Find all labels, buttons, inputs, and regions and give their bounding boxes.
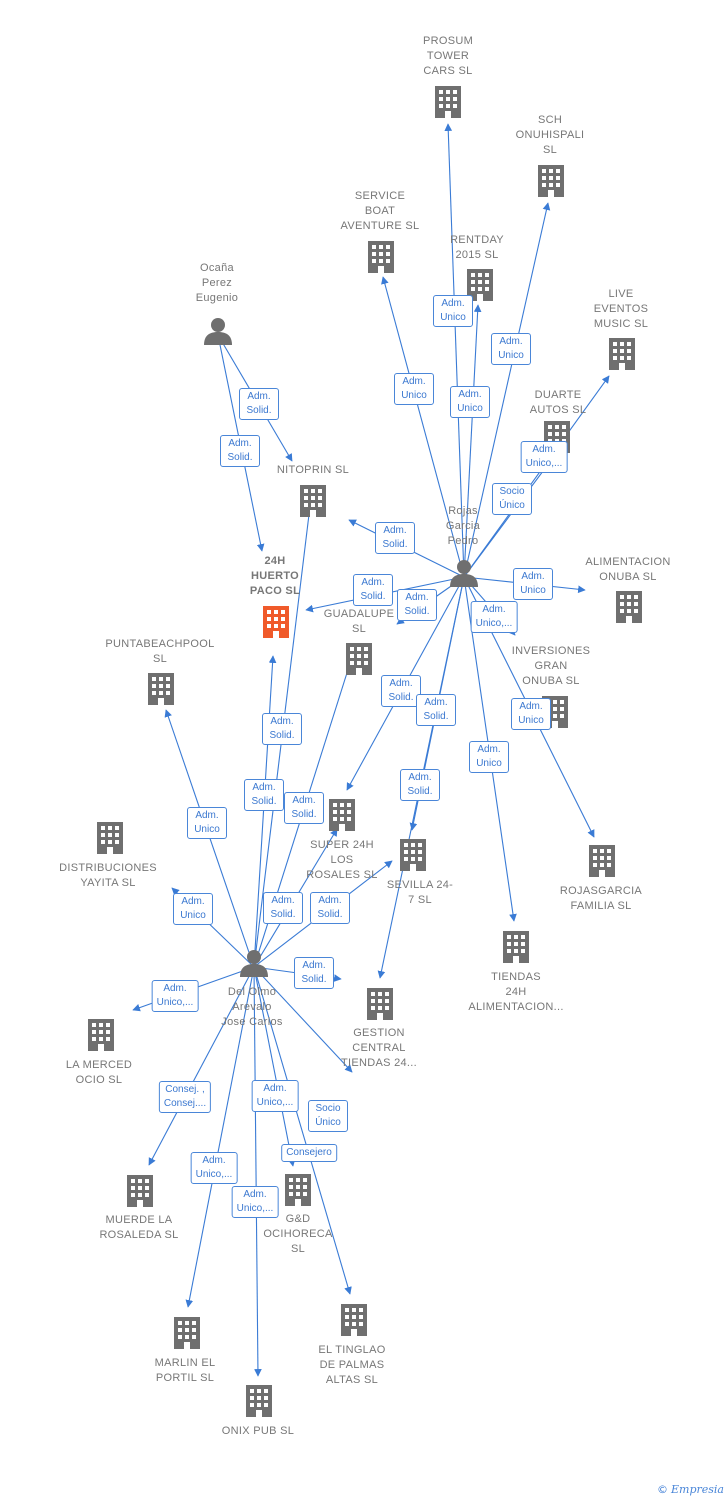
edge-delolmo-tinglao: [253, 966, 352, 1295]
building-icon[interactable]: [246, 1385, 272, 1417]
edge-label[interactable]: Adm. Unico: [187, 807, 227, 839]
node-label-rojas[interactable]: Rojas Garcia Pedro: [445, 505, 481, 547]
edge-label[interactable]: Adm. Unico,...: [190, 1152, 238, 1184]
node-label-inversiones[interactable]: INVERSIONES GRAN ONUBA SL: [511, 645, 591, 687]
edge-rojas-service: [381, 276, 465, 578]
edge-rojas-sch: [463, 202, 551, 578]
node-label-huerto[interactable]: 24H HUERTO PACO SL: [249, 555, 301, 597]
footer-brand[interactable]: ©Empresia: [657, 1483, 724, 1496]
edge-delolmo-onix: [253, 966, 262, 1377]
edge-rojas-prosum: [444, 123, 465, 578]
edge-label[interactable]: Adm. Unico: [173, 893, 213, 925]
edge-label[interactable]: Adm. Solid.: [353, 574, 393, 606]
node-label-sch[interactable]: SCH ONUHISPALI SL: [515, 114, 585, 156]
edge-label[interactable]: Adm. Unico: [511, 698, 551, 730]
node-label-service[interactable]: SERVICE BOAT AVENTURE SL: [340, 190, 420, 232]
edge-label[interactable]: Socio Único: [308, 1100, 348, 1132]
edge-delolmo-huerto: [253, 655, 277, 968]
edge-label[interactable]: Socio Único: [492, 483, 532, 515]
edge-rojas-live: [463, 375, 610, 578]
building-icon[interactable]: [589, 845, 615, 877]
building-icon[interactable]: [538, 165, 564, 197]
edge-label[interactable]: Adm. Solid.: [310, 892, 350, 924]
edge-label[interactable]: Adm. Solid.: [262, 713, 302, 745]
edge-delolmo-gestion: [253, 966, 353, 1073]
node-label-tiendas[interactable]: TIENDAS 24H ALIMENTACION...: [468, 971, 564, 1013]
node-label-ocana[interactable]: Ocaña Perez Eugenio: [195, 262, 239, 304]
brand-name: Empresia: [671, 1483, 724, 1496]
edge-label[interactable]: Adm. Solid.: [244, 779, 284, 811]
edge-label[interactable]: Consej. , Consej....: [158, 1081, 212, 1113]
building-icon[interactable]: [609, 338, 635, 370]
edge-label[interactable]: Adm. Unico: [433, 295, 473, 327]
person-icon[interactable]: [204, 318, 232, 345]
building-icon[interactable]: [503, 931, 529, 963]
edge-rojas-duarte: [463, 454, 556, 578]
edge-label[interactable]: Adm. Solid.: [400, 769, 440, 801]
copyright-symbol: ©: [657, 1483, 668, 1496]
node-label-nitoprin[interactable]: NITOPRIN SL: [276, 464, 350, 476]
edge-label[interactable]: Adm. Solid.: [381, 675, 421, 707]
building-icon[interactable]: [174, 1317, 200, 1349]
building-icon[interactable]: [367, 988, 393, 1020]
building-icon[interactable]: [346, 643, 372, 675]
edge-label[interactable]: Adm. Solid.: [220, 435, 260, 467]
person-icon[interactable]: [240, 950, 268, 977]
edge-delolmo-muerde: [148, 966, 255, 1166]
node-label-prosum[interactable]: PROSUM TOWER CARS SL: [422, 35, 474, 77]
building-icon[interactable]: [88, 1019, 114, 1051]
edge-label[interactable]: Adm. Solid.: [239, 388, 279, 420]
building-icon[interactable]: [368, 241, 394, 273]
focus-building-icon[interactable]: [263, 606, 289, 638]
node-label-super24[interactable]: SUPER 24H LOS ROSALES SL: [306, 839, 378, 881]
node-label-delolmo[interactable]: Del Olmo Arevalo Jose Carlos: [221, 986, 283, 1028]
building-icon[interactable]: [329, 799, 355, 831]
building-icon[interactable]: [97, 822, 123, 854]
edge-label[interactable]: Consejero: [281, 1144, 337, 1162]
edge-label[interactable]: Adm. Unico,...: [251, 1080, 299, 1112]
edge-delolmo-marlin: [185, 966, 255, 1308]
node-label-marlin[interactable]: MARLIN EL PORTIL SL: [154, 1357, 216, 1384]
building-icon[interactable]: [300, 485, 326, 517]
edge-label[interactable]: Adm. Unico,...: [470, 601, 518, 633]
building-icon[interactable]: [435, 86, 461, 118]
edge-label[interactable]: Adm. Unico,...: [520, 441, 568, 473]
node-label-gd[interactable]: G&D OCIHORECA SL: [263, 1213, 333, 1255]
edge-label[interactable]: Adm. Unico: [513, 568, 553, 600]
edge-label[interactable]: Adm. Unico: [394, 373, 434, 405]
edge-label[interactable]: Adm. Unico,...: [231, 1186, 279, 1218]
edges-layer: [132, 123, 610, 1377]
node-label-gestion[interactable]: GESTION CENTRAL TIENDAS 24...: [340, 1027, 418, 1069]
building-icon[interactable]: [127, 1175, 153, 1207]
node-label-sevilla[interactable]: SEVILLA 24- 7 SL: [386, 879, 454, 906]
node-label-duarte[interactable]: DUARTE AUTOS SL: [529, 389, 587, 416]
edge-label[interactable]: Adm. Solid.: [294, 957, 334, 989]
edge-label[interactable]: Adm. Unico,...: [151, 980, 199, 1012]
node-label-muerde[interactable]: MUERDE LA ROSALEDA SL: [99, 1214, 179, 1241]
edge-label[interactable]: Adm. Solid.: [375, 522, 415, 554]
node-label-alimentacion[interactable]: ALIMENTACION ONUBA SL: [585, 556, 671, 583]
edge-rojas-rentday: [463, 304, 482, 578]
building-icon[interactable]: [616, 591, 642, 623]
node-label-onix[interactable]: ONIX PUB SL: [221, 1425, 295, 1437]
edge-label[interactable]: Adm. Solid.: [263, 892, 303, 924]
edge-label[interactable]: Adm. Unico: [450, 386, 490, 418]
edge-label[interactable]: Adm. Solid.: [284, 792, 324, 824]
edge-label[interactable]: Adm. Solid.: [416, 694, 456, 726]
building-icon[interactable]: [148, 673, 174, 705]
edge-label[interactable]: Adm. Unico: [491, 333, 531, 365]
edge-delolmo-gd: [253, 966, 296, 1167]
building-icon[interactable]: [285, 1174, 311, 1206]
node-label-guadalupe[interactable]: GUADALUPE SL: [323, 608, 395, 635]
node-label-live[interactable]: LIVE EVENTOS MUSIC SL: [593, 288, 649, 330]
building-icon[interactable]: [341, 1304, 367, 1336]
node-label-rentday[interactable]: RENTDAY 2015 SL: [450, 234, 504, 261]
node-label-merced[interactable]: LA MERCED OCIO SL: [65, 1059, 133, 1086]
node-label-distrib[interactable]: DISTRIBUCIONES YAYITA SL: [59, 862, 157, 889]
node-label-rojasgarcia[interactable]: ROJASGARCIA FAMILIA SL: [559, 885, 643, 912]
edge-label[interactable]: Adm. Solid.: [397, 589, 437, 621]
edge-label[interactable]: Adm. Unico: [469, 741, 509, 773]
node-label-tinglao[interactable]: EL TINGLAO DE PALMAS ALTAS SL: [318, 1344, 386, 1386]
node-label-puntabeach[interactable]: PUNTABEACHPOOL SL: [105, 638, 215, 665]
